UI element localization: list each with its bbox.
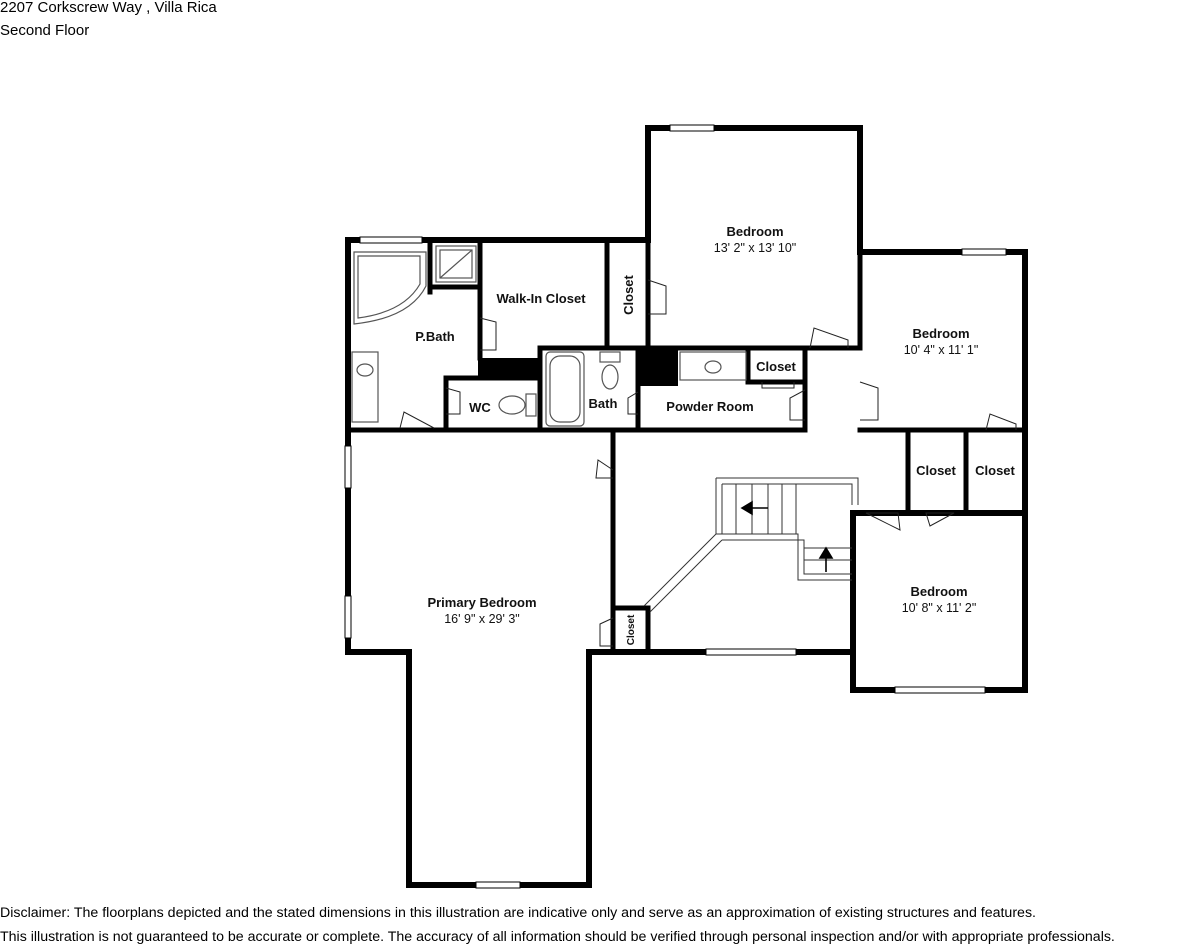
- vanity: [351, 351, 379, 423]
- bedroom-top-dims: 13' 2" x 13' 10": [714, 241, 796, 255]
- arrow-up-icon: [818, 546, 834, 559]
- interior-walls: [345, 237, 1028, 655]
- toilet-wc: [498, 395, 526, 415]
- primary-bedroom-dims: 16' 9" x 29' 3": [444, 612, 520, 626]
- wall-block-2: [640, 350, 678, 386]
- toilet-bath: [601, 364, 619, 390]
- bathtub: [545, 351, 585, 427]
- powder-sink: [679, 351, 747, 381]
- disclaimer-line-2: This illustration is not guaranteed to b…: [0, 929, 1115, 945]
- bedroom-lower-label: Bedroom: [910, 584, 967, 599]
- windows: [344, 124, 1007, 889]
- closet-powder-label: Closet: [756, 359, 796, 374]
- stair-arrows: [740, 500, 834, 572]
- closet-vertical-label: Closet: [621, 274, 636, 314]
- bedroom-top-label: Bedroom: [726, 224, 783, 239]
- powder-room-label: Powder Room: [666, 399, 753, 414]
- staircase: [643, 477, 859, 613]
- pbath-label: P.Bath: [415, 329, 455, 344]
- arrow-left-icon: [740, 500, 753, 516]
- bedroom-lower-dims: 10' 8" x 11' 2": [902, 601, 977, 615]
- walkin-closet-label: Walk-In Closet: [496, 291, 586, 306]
- closet-a-label: Closet: [916, 463, 956, 478]
- doors: [399, 279, 1017, 647]
- bedroom-right-dims: 10' 4" x 11' 1": [904, 343, 979, 357]
- bedroom-right-label: Bedroom: [912, 326, 969, 341]
- closet-small-label: Closet: [626, 614, 637, 645]
- fixtures: [351, 245, 747, 427]
- exterior-walls: [345, 125, 1028, 888]
- disclaimer-line-1: Disclaimer: The floorplans depicted and …: [0, 905, 1036, 921]
- corner-tub: [353, 251, 427, 325]
- bath-label: Bath: [589, 396, 618, 411]
- wall-block-1: [478, 358, 540, 380]
- floor-label: Second Floor: [0, 22, 90, 39]
- shower: [435, 245, 477, 283]
- address-text: 2207 Corkscrew Way , Villa Rica: [0, 0, 217, 16]
- wc-label: WC: [469, 400, 491, 415]
- closet-b-label: Closet: [975, 463, 1015, 478]
- primary-bedroom-label: Primary Bedroom: [427, 595, 536, 610]
